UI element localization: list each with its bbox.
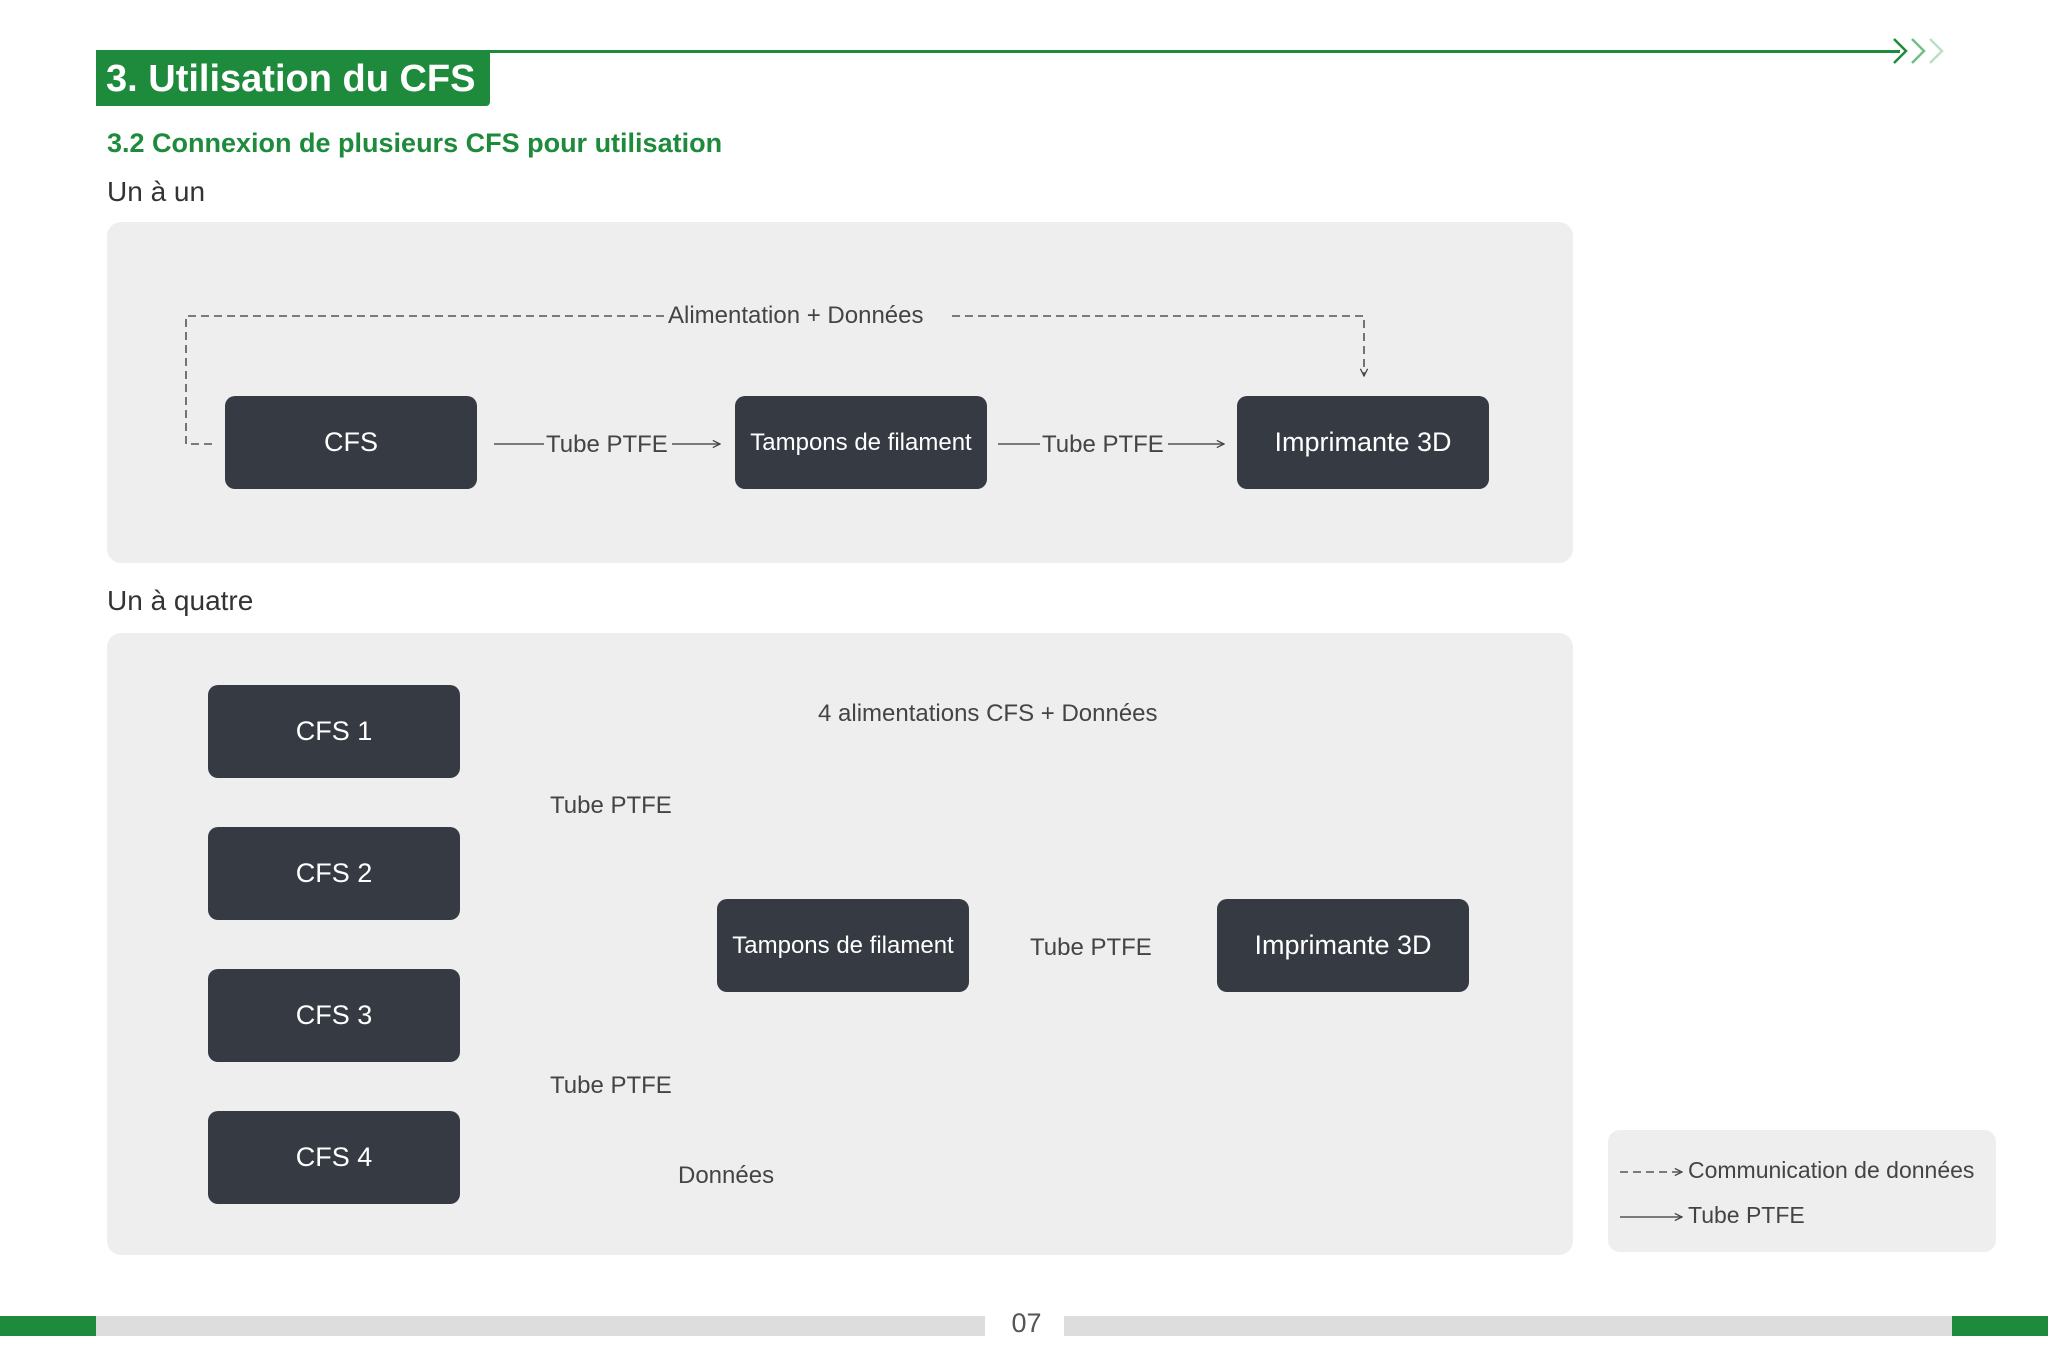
legend-solid-label: Tube PTFE	[1688, 1202, 1805, 1228]
node-cfs-1: CFS 1	[208, 685, 460, 778]
tube-label: Tube PTFE	[1042, 431, 1164, 458]
section-title: 3. Utilisation du CFS	[106, 58, 476, 100]
node-filament-buffer: Tampons de filament	[735, 396, 987, 489]
tube-label: Tube PTFE	[550, 1072, 672, 1099]
node-cfs: CFS	[225, 396, 477, 489]
tube-label: Tube PTFE	[1030, 934, 1152, 961]
subsection-title: 3.2 Connexion de plusieurs CFS pour util…	[107, 128, 723, 158]
node-3d-printer: Imprimante 3D	[1237, 396, 1489, 489]
node-cfs-3: CFS 3	[208, 969, 460, 1062]
legend-dashed-label: Communication de données	[1688, 1157, 1975, 1183]
node-cfs-2: CFS 2	[208, 827, 460, 920]
footer-accent-left	[0, 1316, 96, 1336]
one-to-one-label: Un à un	[107, 176, 206, 207]
one-to-one-panel	[107, 222, 1573, 563]
section-tab	[96, 50, 490, 106]
page-number: 07	[1011, 1308, 1042, 1338]
double-chevron-right-icon	[1893, 38, 1944, 64]
footer-bar-right	[1064, 1316, 1952, 1336]
node-cfs-4: CFS 4	[208, 1111, 460, 1204]
node-3d-printer: Imprimante 3D	[1217, 899, 1469, 992]
data-label: Données	[678, 1162, 775, 1189]
one-to-four-label: Un à quatre	[107, 585, 254, 616]
legend-line-samples	[1620, 1160, 1690, 1230]
tube-label: Tube PTFE	[546, 431, 668, 458]
node-filament-buffer: Tampons de filament	[717, 899, 969, 992]
header-rule	[490, 50, 1900, 53]
data-link-label: Alimentation + Données	[668, 302, 924, 329]
footer-bar-left	[96, 1316, 985, 1336]
legend	[1608, 1130, 1996, 1252]
tube-label: Tube PTFE	[550, 792, 672, 819]
power-data-label: 4 alimentations CFS + Données	[818, 700, 1158, 727]
footer-accent-right	[1952, 1316, 2048, 1336]
